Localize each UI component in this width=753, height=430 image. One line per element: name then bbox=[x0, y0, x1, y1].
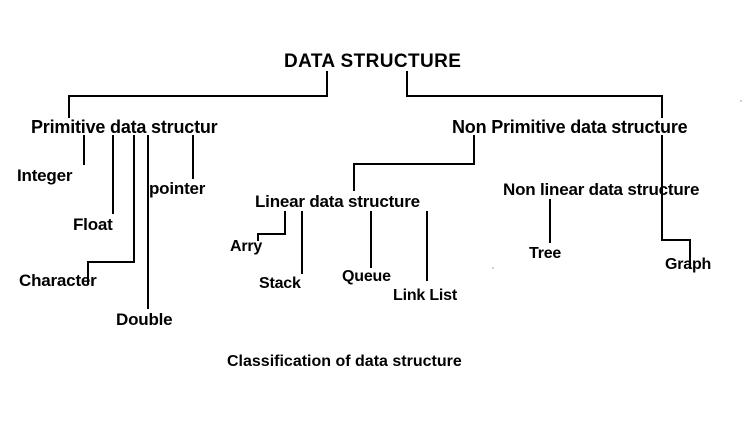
node-double: Double bbox=[116, 310, 173, 329]
edge-non-primitive-to-graph bbox=[661, 135, 691, 269]
diagram-caption: Classification of data structure bbox=[227, 353, 462, 370]
edge-root-to-primitive bbox=[68, 71, 328, 118]
node-stack: Stack bbox=[259, 275, 301, 292]
node-non-linear-data-structure: Non linear data structure bbox=[503, 180, 700, 199]
node-linear-data-structure: Linear data structure bbox=[255, 192, 420, 211]
node-character: Character bbox=[19, 271, 97, 290]
edge-linear-to-arry bbox=[257, 211, 286, 241]
node-arry: Arry bbox=[230, 238, 263, 255]
node-primitive-data-structure: Primitive data structur bbox=[31, 117, 218, 137]
edge-non-primitive-to-linear bbox=[353, 135, 475, 191]
node-data-structure: DATA STRUCTURE bbox=[284, 51, 462, 72]
node-pointer: pointer bbox=[149, 179, 206, 198]
node-graph: Graph bbox=[665, 256, 712, 273]
node-integer: Integer bbox=[17, 166, 73, 185]
node-queue: Queue bbox=[342, 268, 391, 285]
node-float: Float bbox=[73, 215, 113, 234]
edge-primitive-to-character bbox=[87, 135, 135, 284]
node-non-primitive-data-structure: Non Primitive data structure bbox=[452, 117, 688, 137]
scan-artifact-speck bbox=[740, 100, 742, 102]
node-link-list: Link List bbox=[393, 287, 457, 304]
edge-root-to-non-primitive bbox=[406, 71, 663, 118]
scan-artifact-speck bbox=[492, 267, 494, 269]
node-tree: Tree bbox=[529, 245, 562, 262]
